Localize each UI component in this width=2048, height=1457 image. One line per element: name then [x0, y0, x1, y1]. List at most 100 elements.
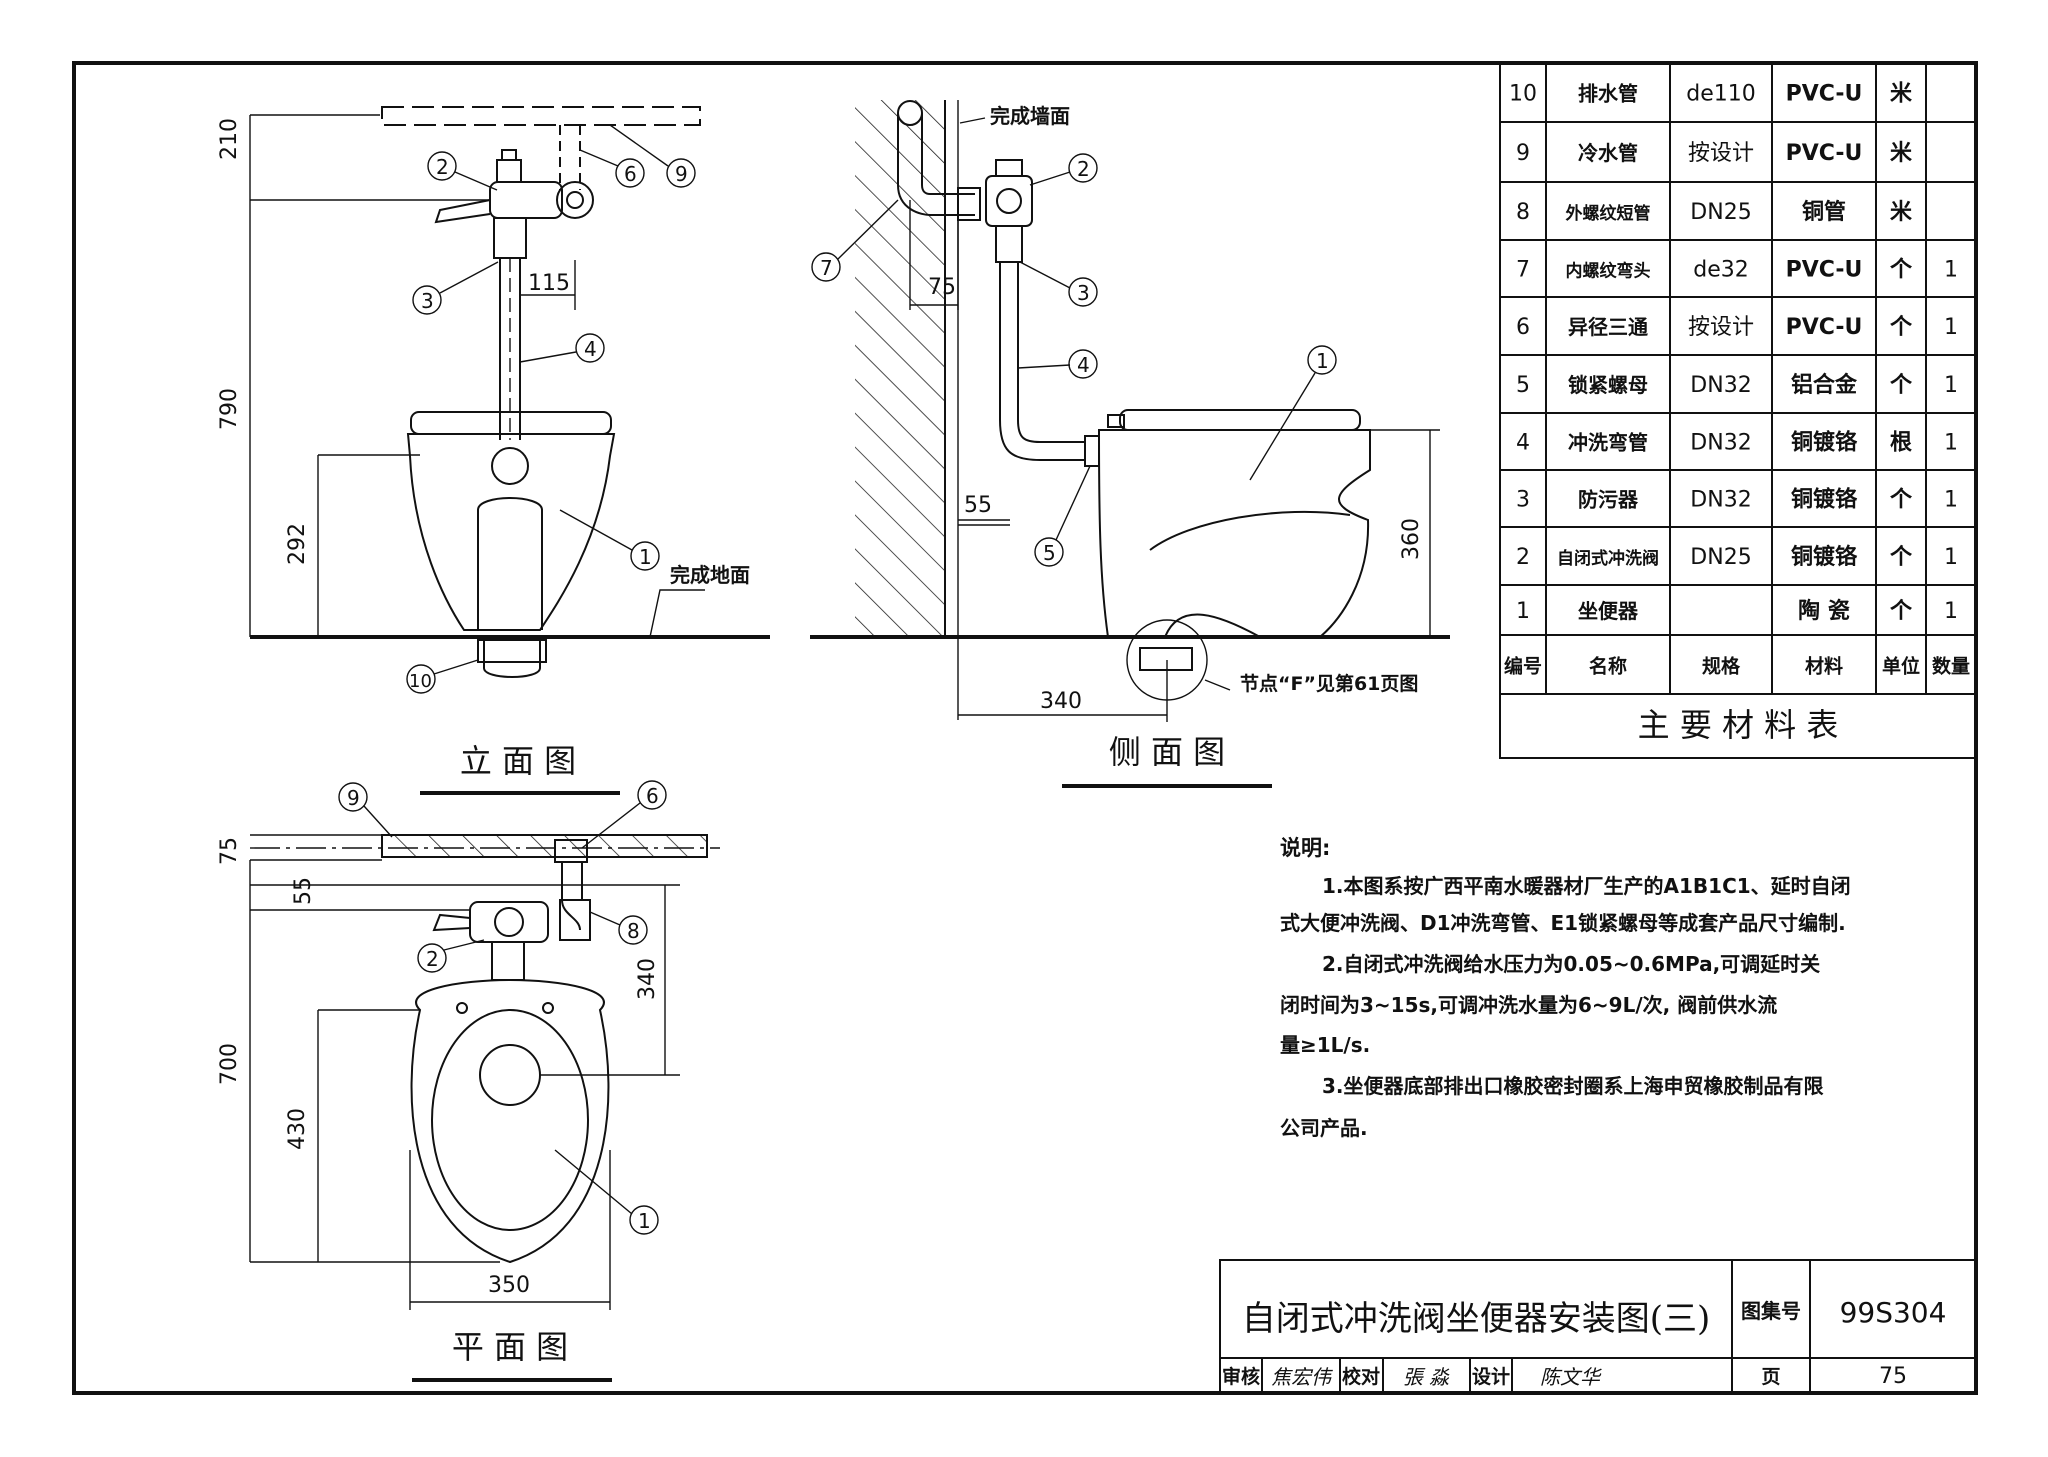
table-cell: 外螺纹短管 — [1566, 203, 1651, 224]
side-callout-1: 1 — [1316, 349, 1329, 373]
note-line-5: 量≥1L/s. — [1280, 1033, 1370, 1057]
note-line-1: 1.本图系按广西平南水暖器材厂生产的A1B1C1、延时自闭 — [1322, 874, 1851, 898]
table-header-cell: 材料 — [1805, 655, 1843, 678]
table-cell: 排水管 — [1578, 82, 1638, 106]
callout-5: 5 — [1043, 541, 1056, 565]
design-label: 设计 — [1472, 1366, 1510, 1388]
table-cell: 2 — [1516, 545, 1530, 570]
plan-callout-1: 1 — [638, 1209, 651, 1233]
table-cell: 按设计 — [1688, 315, 1754, 340]
table-cell: 7 — [1516, 258, 1530, 283]
table-cell: DN32 — [1690, 373, 1751, 398]
table-cell: 异径三通 — [1568, 315, 1648, 339]
table-cell: 铝合金 — [1791, 372, 1858, 398]
plan-dim-340: 340 — [635, 958, 660, 1000]
side-dim-75: 75 — [928, 275, 956, 300]
dim-292: 292 — [285, 523, 310, 565]
atlas-label: 图集号 — [1741, 1299, 1801, 1323]
notes-heading: 说明: — [1280, 836, 1330, 860]
dim-115: 115 — [528, 271, 570, 296]
table-cell: 按设计 — [1688, 141, 1754, 166]
plan-dim-350: 350 — [488, 1273, 530, 1298]
plan-dim-75: 75 — [217, 837, 242, 865]
drawing-title: 自闭式冲洗阀坐便器安装图(三) — [1242, 1299, 1711, 1339]
table-header-cell: 规格 — [1702, 655, 1741, 678]
page-label: 页 — [1761, 1366, 1780, 1388]
table-cell: DN32 — [1690, 488, 1751, 513]
table-cell: 4 — [1516, 431, 1530, 456]
table-cell: 个 — [1890, 373, 1913, 398]
table-header-cell: 单位 — [1882, 655, 1920, 678]
atlas-number: 99S304 — [1840, 1296, 1947, 1329]
table-cell: PVC-U — [1786, 82, 1863, 107]
plan-callout-6: 6 — [646, 784, 659, 808]
table-cell: 1 — [1944, 488, 1958, 513]
table-cell: 8 — [1516, 200, 1530, 225]
material-table-title: 主 要 材 料 表 — [1638, 706, 1839, 744]
table-cell: 铜管 — [1802, 199, 1846, 225]
note-line-6: 3.坐便器底部排出口橡胶密封圈系上海申贸橡胶制品有限 — [1322, 1074, 1824, 1098]
side-view-title: 侧 面 图 — [1109, 733, 1225, 771]
design-signature: 陈文华 — [1540, 1365, 1602, 1389]
table-cell: 防污器 — [1578, 488, 1639, 512]
note-line-7: 公司产品. — [1280, 1116, 1368, 1140]
table-cell: 自闭式冲洗阀 — [1557, 548, 1659, 569]
plan-callout-9: 9 — [347, 786, 360, 810]
table-cell: 铜镀铬 — [1791, 544, 1858, 570]
table-cell: 10 — [1509, 82, 1537, 107]
table-cell: 锁紧螺母 — [1568, 373, 1648, 397]
review-label: 审核 — [1222, 1365, 1260, 1388]
plan-dim-55: 55 — [291, 877, 316, 905]
table-cell: 个 — [1890, 258, 1913, 283]
table-cell: 个 — [1890, 488, 1913, 513]
check-label: 校对 — [1342, 1365, 1380, 1388]
table-cell: 9 — [1516, 141, 1530, 166]
plan-view-title: 平 面 图 — [452, 1328, 568, 1366]
table-cell: 个 — [1890, 599, 1913, 624]
side-elevation: 完成墙面 节点“F”见第61页图 75 55 340 — [810, 100, 1450, 788]
finished-floor-label: 完成地面 — [670, 563, 750, 587]
table-cell: DN25 — [1690, 545, 1751, 570]
callout-2: 2 — [436, 155, 449, 179]
callout-1: 1 — [639, 545, 652, 569]
table-cell: 冷水管 — [1578, 141, 1638, 165]
check-signature: 張 淼 — [1403, 1365, 1450, 1389]
table-header-cell: 数量 — [1932, 655, 1970, 678]
table-cell: 内螺纹弯头 — [1566, 261, 1651, 282]
plan-dim-430: 430 — [285, 1108, 310, 1150]
plan-callout-8: 8 — [627, 919, 640, 943]
table-cell: 铜镀铬 — [1791, 430, 1858, 456]
table-cell: PVC-U — [1786, 258, 1863, 283]
callout-4: 4 — [584, 337, 597, 361]
side-callout-3: 3 — [1077, 281, 1090, 305]
node-note: 节点“F”见第61页图 — [1240, 672, 1418, 695]
table-cell: 1 — [1944, 545, 1958, 570]
table-cell: 1 — [1944, 315, 1958, 340]
table-cell: 坐便器 — [1578, 599, 1639, 623]
table-cell: 1 — [1944, 258, 1958, 283]
table-cell: PVC-U — [1786, 141, 1863, 166]
side-dim-360: 360 — [1399, 518, 1424, 560]
table-header-cell: 名称 — [1589, 655, 1627, 678]
review-signature: 焦宏伟 — [1271, 1365, 1333, 1389]
page-number: 75 — [1879, 1364, 1907, 1389]
plan-view: 75 55 340 700 430 350 9 6 8 2 1 平 面 图 — [217, 780, 720, 1382]
dim-790: 790 — [217, 388, 242, 430]
table-cell: 个 — [1890, 315, 1913, 340]
note-line-2: 式大便冲洗阀、D1冲洗弯管、E1锁紧螺母等成套产品尺寸编制. — [1280, 911, 1846, 935]
side-callout-2: 2 — [1077, 157, 1090, 181]
plan-dim-700: 700 — [217, 1043, 242, 1085]
note-line-4: 闭时间为3~15s,可调冲洗水量为6~9L/次, 阀前供水流 — [1280, 993, 1777, 1017]
table-cell: 1 — [1944, 599, 1958, 624]
side-callout-4: 4 — [1077, 353, 1090, 377]
table-cell: 米 — [1890, 82, 1913, 107]
table-cell: 米 — [1890, 141, 1913, 166]
table-cell: DN32 — [1690, 431, 1751, 456]
table-cell: DN25 — [1690, 200, 1751, 225]
front-elevation: 210 790 115 292 完成地面 2 3 4 6 9 1 10 立 面 … — [217, 106, 770, 795]
callout-6: 6 — [624, 162, 637, 186]
front-view-title: 立 面 图 — [460, 742, 576, 780]
table-cell: 1 — [1516, 599, 1530, 624]
table-cell: de32 — [1693, 258, 1749, 283]
